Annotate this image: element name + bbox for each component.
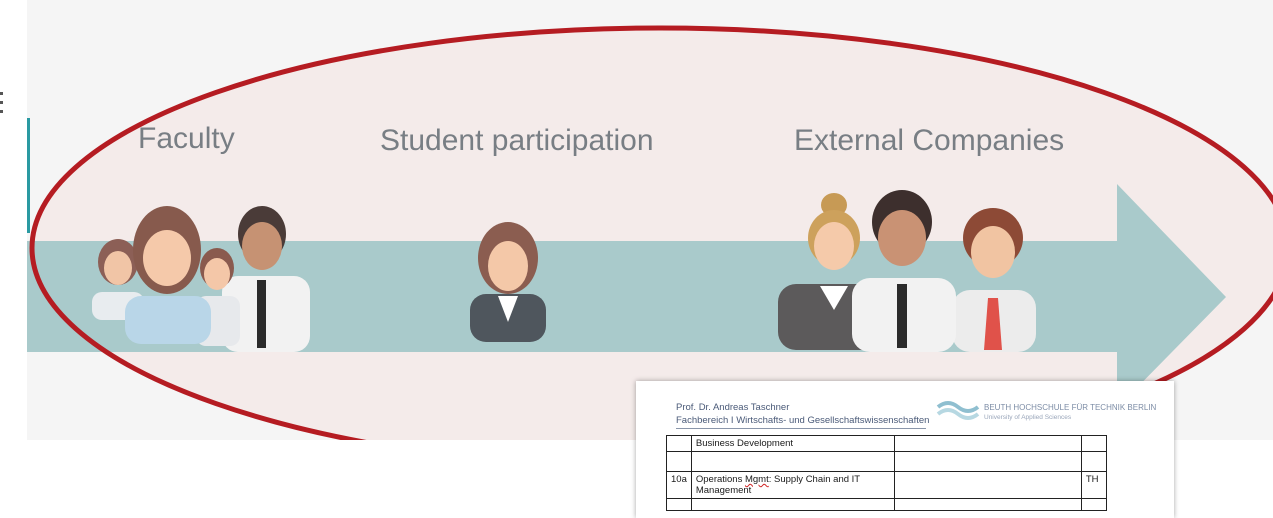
document-excerpt: Prof. Dr. Andreas Taschner Fachbereich I… [636, 381, 1174, 518]
blank-panel [0, 440, 338, 518]
external-companies-label: External Companies [794, 124, 1065, 157]
table-row: 10a Operations Mgmt: Supply Chain and IT… [666, 471, 1107, 499]
faculty-people-icon [92, 206, 310, 352]
external-companies-people-icon [778, 190, 1036, 352]
highlight-ellipse [29, 25, 1273, 440]
blank-strip [338, 478, 638, 518]
university-name: BEUTH HOCHSCHULE FÜR TECHNIK BERLIN [984, 403, 1157, 412]
spellcheck-word: Mgmt [744, 474, 769, 485]
header-rule [676, 428, 926, 429]
table-cell: TH [1080, 471, 1107, 499]
table-row [666, 498, 1107, 511]
course-title: Business Development [690, 435, 895, 452]
slide-screenshot: Faculty Student participation External C… [27, 0, 1273, 440]
row-number: 10a [666, 471, 692, 499]
row-number [666, 451, 692, 472]
course-title-pre: Operations [695, 474, 743, 485]
course-title [690, 451, 895, 472]
accent-bar [27, 118, 30, 233]
faculty-label: Faculty [138, 122, 235, 155]
table-row: Business Development [666, 435, 1107, 452]
table-cell [1080, 451, 1107, 472]
row-number [666, 435, 692, 452]
course-title: Operations Mgmt: Supply Chain and IT Man… [690, 471, 895, 499]
table-cell [893, 435, 1082, 452]
table-row [666, 451, 1107, 472]
course-table: Business Development 10a Operations Mgmt… [666, 435, 1107, 511]
university-logo-icon [936, 401, 980, 420]
student-person-icon [470, 222, 546, 342]
table-cell [893, 451, 1082, 472]
document-department: Fachbereich I Wirtschafts- und Gesellsch… [676, 415, 930, 426]
slide-edge-mark [0, 92, 3, 113]
table-cell [1080, 435, 1107, 452]
course-title-post: : Supply Chain and IT Management [695, 474, 860, 496]
university-subtitle: University of Applied Sciences [984, 414, 1072, 421]
document-author: Prof. Dr. Andreas Taschner [676, 402, 790, 413]
table-cell [893, 471, 1082, 499]
process-diagram [27, 0, 1273, 440]
student-participation-label: Student participation [380, 124, 654, 157]
